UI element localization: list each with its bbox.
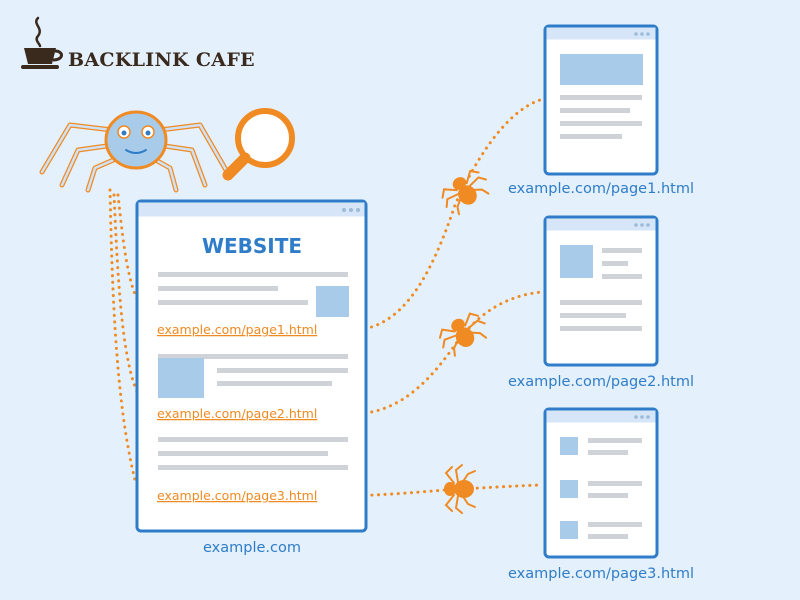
brand-name: BACKLINK CAFE [68,49,255,71]
page1-window [543,24,659,176]
coffee-cup-icon [21,16,63,69]
page2-caption: example.com/page2.html [508,374,694,390]
magnifying-glass-icon [222,108,295,181]
website-link-1[interactable]: example.com/page1.html [157,322,317,337]
page3-caption: example.com/page3.html [508,566,694,582]
image-placeholder [158,358,204,398]
image-placeholder [316,286,349,317]
spider-robot-icon [39,110,229,193]
website-link-2[interactable]: example.com/page2.html [157,406,317,421]
brand-logo: BACKLINK CAFE [21,16,255,71]
spider-icon [438,312,488,357]
website-window: WEBSITE example.com/page1.html example.c… [135,199,368,533]
website-link-3[interactable]: example.com/page3.html [157,488,317,503]
page2-window [543,215,659,367]
page1-caption: example.com/page1.html [508,181,694,197]
page3-window [543,407,659,559]
spider-icon [444,464,476,514]
spider-icon [441,169,490,216]
website-domain-caption: example.com [203,540,301,556]
website-title: WEBSITE [202,234,302,258]
